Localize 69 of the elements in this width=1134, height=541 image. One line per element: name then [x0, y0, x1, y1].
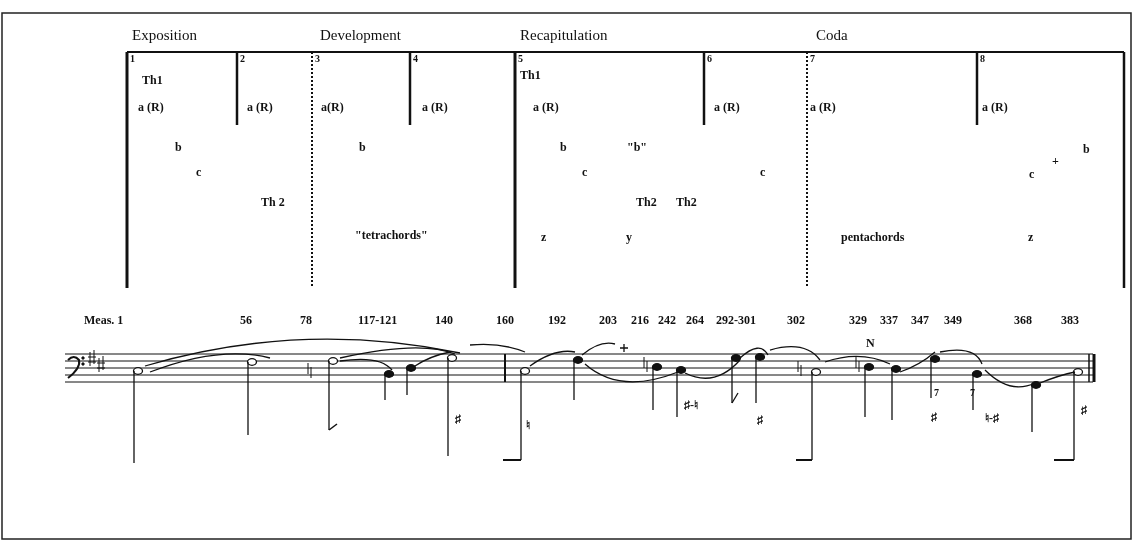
measure-number: 140 — [435, 313, 453, 327]
section-number: 1 — [130, 53, 135, 64]
motive-label: a (R) — [982, 100, 1008, 114]
measure-number: 329 — [849, 313, 867, 327]
section-heading: Exposition — [132, 27, 197, 44]
motive-label: b — [175, 140, 182, 154]
measure-number: 302 — [787, 313, 805, 327]
section-number: 7 — [810, 53, 815, 64]
motive-label: a (R) — [247, 100, 273, 114]
section-heading: Development — [320, 27, 401, 44]
figured-bass-sign: 7 — [934, 387, 939, 398]
theme-label: Th1 — [142, 73, 163, 87]
section-number: 6 — [707, 53, 712, 64]
measure-number: 292-301 — [716, 313, 756, 327]
motive-label: "tetrachords" — [355, 228, 428, 242]
motive-label: a (R) — [422, 100, 448, 114]
figured-bass-sign: 7 — [970, 387, 975, 398]
measure-number: 337 — [880, 313, 898, 327]
motive-label: "b" — [627, 140, 647, 154]
measure-number: 78 — [300, 313, 312, 327]
theme-label: Th 2 — [261, 195, 285, 209]
figured-bass-sign: ♯ — [1081, 403, 1087, 417]
theme-label: Th2 — [636, 195, 657, 209]
motive-label: a (R) — [714, 100, 740, 114]
section-number: 2 — [240, 53, 245, 64]
figured-bass-sign: ♯ — [455, 412, 461, 426]
motive-label: c — [196, 165, 202, 179]
motive-label: b — [359, 140, 366, 154]
figured-bass-sign: ♯ — [757, 413, 763, 427]
motive-label: b — [560, 140, 567, 154]
figured-bass-sign: ♯ — [931, 410, 937, 424]
measure-number: 203 — [599, 313, 617, 327]
motive-label: pentachords — [841, 230, 905, 244]
section-heading: Recapitulation — [520, 27, 608, 44]
section-heading: Coda — [816, 27, 848, 44]
motive-label: z — [1028, 230, 1034, 244]
motive-label: c — [760, 165, 766, 179]
measure-number: 349 — [944, 313, 962, 327]
motive-label: y — [626, 230, 632, 244]
measure-number: 117-121 — [358, 313, 398, 327]
measure-number: 242 — [658, 313, 676, 327]
motive-label: a(R) — [321, 100, 344, 114]
measure-number: 216 — [631, 313, 649, 327]
plus-sign: + — [1052, 154, 1059, 168]
section-number: 8 — [980, 53, 985, 64]
motive-label: a (R) — [810, 100, 836, 114]
measure-number: 160 — [496, 313, 514, 327]
section-number: 3 — [315, 53, 320, 64]
measure-number: 264 — [686, 313, 704, 327]
motive-label: c — [582, 165, 588, 179]
section-number: 5 — [518, 53, 523, 64]
measure-number: 192 — [548, 313, 566, 327]
measure-number: 383 — [1061, 313, 1079, 327]
figured-bass-sign: ♮ — [526, 418, 530, 432]
measure-number: 368 — [1014, 313, 1032, 327]
section-number: 4 — [413, 53, 418, 64]
motive-label: z — [541, 230, 547, 244]
measure-number: Meas. 1 — [84, 313, 124, 327]
figured-bass-sign: ♮-♯ — [985, 411, 999, 425]
measure-number: 347 — [911, 313, 929, 327]
motive-label: c — [1029, 167, 1035, 181]
figured-bass-sign: ♯-♮ — [684, 398, 698, 412]
motive-label: a (R) — [138, 100, 164, 114]
theme-label: Th1 — [520, 68, 541, 82]
motive-label: b — [1083, 142, 1090, 156]
measure-number: 56 — [240, 313, 252, 327]
neighbor-note-label: N — [866, 336, 875, 350]
theme-label: Th2 — [676, 195, 697, 209]
motive-label: a (R) — [533, 100, 559, 114]
